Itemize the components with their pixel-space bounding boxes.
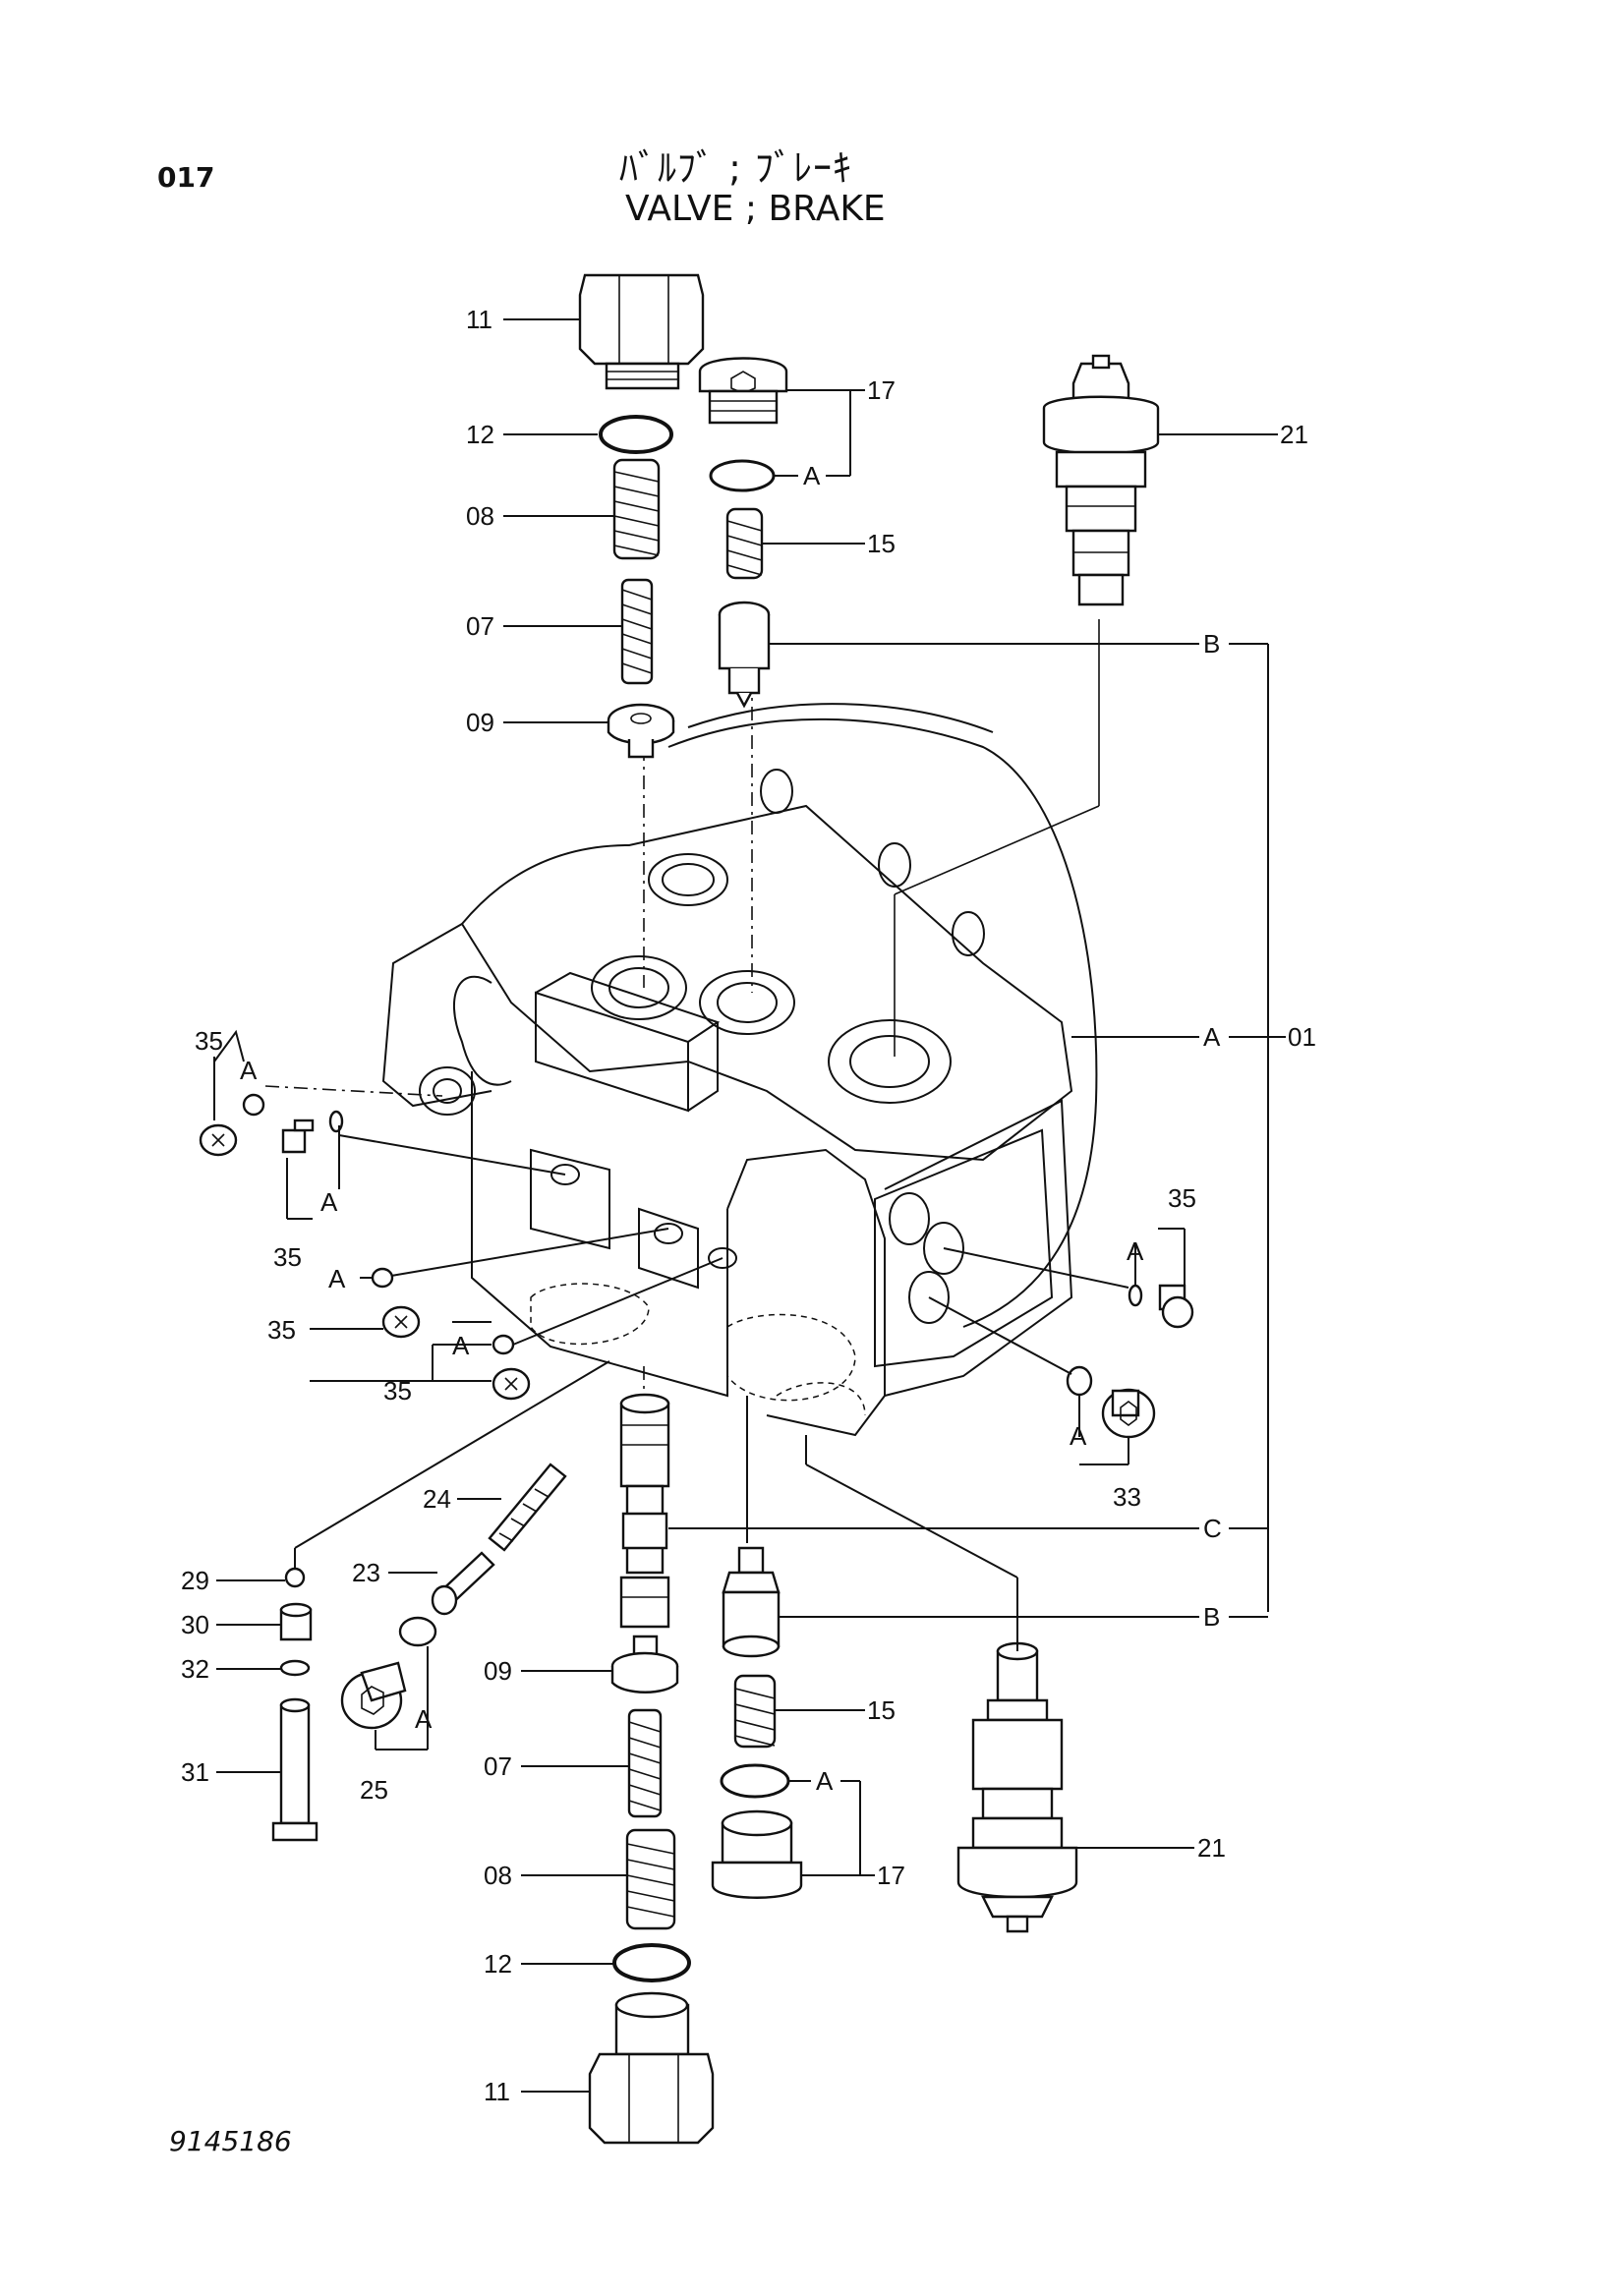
o-ring-12-bottom [612,1943,691,1982]
plug-25 [340,1616,437,1730]
o-ring-12-top [599,415,673,454]
screw-35-right [1128,1284,1194,1329]
callout-a-25: A [415,1704,433,1734]
seat-09-top [607,703,675,759]
o-ring-29 [284,1567,306,1588]
callout-23: 23 [352,1558,380,1587]
plug-23 [431,1551,495,1616]
callout-12-bottom: 12 [484,1949,512,1979]
callout-25: 25 [360,1775,388,1805]
o-ring-32 [279,1659,311,1677]
callout-24: 24 [423,1484,451,1514]
callout-35-l1: 35 [195,1026,223,1056]
callout-35-l3: 35 [267,1315,296,1345]
cartridge-valve-21-top [1042,354,1160,606]
callout-a-l4: A [452,1331,470,1360]
screw-35-l3 [371,1267,421,1339]
callout-31: 31 [181,1757,209,1787]
piston-b-bottom [722,1546,781,1658]
cartridge-valve-21-bottom [956,1641,1078,1933]
callout-a-right-33: A [1070,1421,1087,1451]
spring-07-top [620,578,654,685]
plug-11-bottom [588,1991,715,2145]
callout-33: 33 [1113,1482,1141,1512]
plug-11-top [578,273,705,390]
callout-08-top: 08 [466,501,494,531]
callout-c: C [1203,1514,1222,1543]
screw-35-l4 [492,1334,531,1401]
screw-35-l2 [281,1110,344,1154]
plug-17-top [698,357,788,425]
callout-15-top: 15 [867,529,896,558]
callout-11-top: 11 [466,305,492,334]
spring-08-bottom [625,1828,676,1930]
callout-21-top: 21 [1280,420,1308,449]
spring-15-bottom [733,1674,777,1749]
callout-07-bottom: 07 [484,1751,512,1781]
callout-b-bottom: B [1203,1602,1220,1632]
pin-31 [271,1697,318,1842]
callout-b-top: B [1203,629,1220,659]
spring-24 [488,1463,567,1552]
callout-35-right: 35 [1168,1183,1196,1213]
callout-21-bottom: 21 [1197,1833,1226,1863]
screw-35-l1 [199,1093,265,1157]
callout-07-top: 07 [466,611,494,641]
callout-a-l2: A [320,1187,338,1217]
callout-a-17-top: A [803,461,821,490]
leader-lines [213,318,1286,2093]
callout-15-bottom: 15 [867,1695,896,1725]
callout-32: 32 [181,1654,209,1684]
callout-a-l3: A [328,1264,346,1293]
plug-30 [279,1602,313,1641]
page-code: 017 [157,161,215,194]
o-ring-17-top [709,459,776,492]
callout-12-top: 12 [466,420,494,449]
spring-15-top [725,507,764,580]
callout-29: 29 [181,1566,209,1595]
callout-11-bottom: 11 [484,2077,510,2106]
spring-08-top [612,458,661,560]
valve-body-01 [381,703,1098,1437]
drawing-number: 9145186 [169,2125,292,2157]
spool-center [619,1393,670,1629]
callout-a-body: A [1203,1022,1221,1052]
callout-a-right-35: A [1127,1236,1144,1266]
title-japanese: ﾊﾞﾙﾌﾞ ; ﾌﾞﾚｰｷ [619,146,852,190]
callout-08-bottom: 08 [484,1861,512,1890]
callout-17-bottom: 17 [877,1861,905,1890]
callout-a-l1: A [240,1056,258,1085]
callout-17-top: 17 [867,375,896,405]
callout-a-17-bottom: A [816,1766,834,1796]
plug-17-bottom [711,1809,803,1899]
callout-30: 30 [181,1610,209,1639]
callout-35-l4: 35 [383,1376,412,1406]
callout-09-bottom: 09 [484,1656,512,1686]
callout-labels: 11 12 08 07 09 17 A 15 21 B A 01 35 A 35… [181,305,1316,2106]
callout-35-l2: 35 [273,1242,302,1272]
spring-07-bottom [627,1708,663,1818]
title-english: VALVE ; BRAKE [625,189,886,229]
piston-b-top [718,601,771,709]
seat-09-bottom [610,1635,679,1693]
callout-09-top: 09 [466,708,494,737]
o-ring-17-bottom [720,1763,790,1799]
callout-01: 01 [1288,1022,1316,1052]
